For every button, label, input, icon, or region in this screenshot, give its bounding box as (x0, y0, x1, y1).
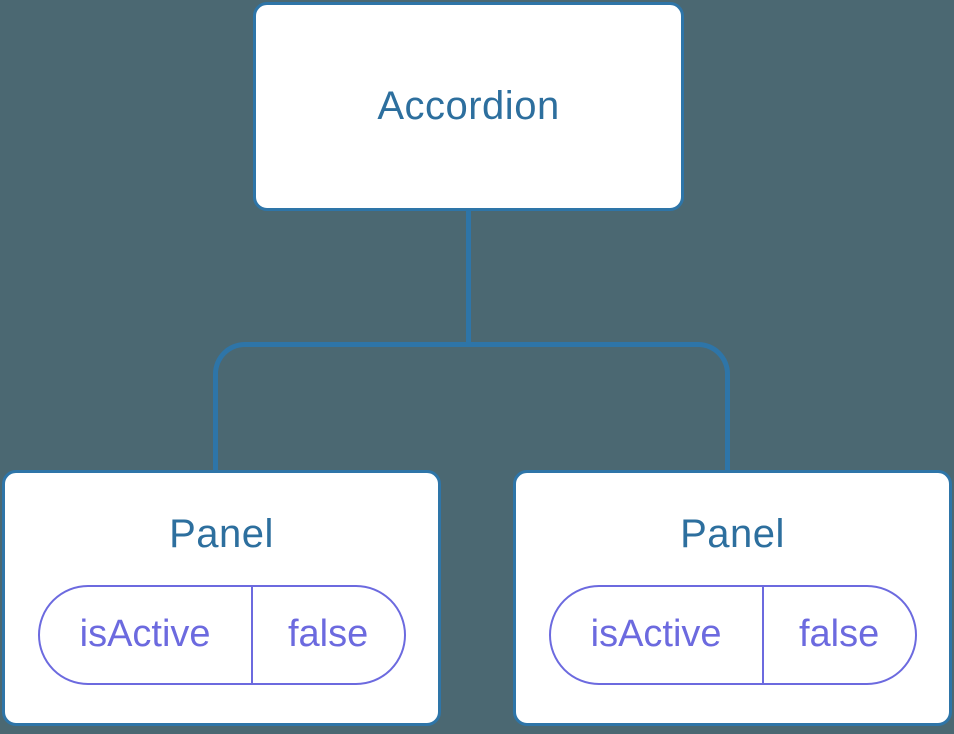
node-accordion-label: Accordion (377, 84, 560, 128)
node-panel-right-label: Panel (680, 511, 785, 556)
connector-stem (466, 211, 471, 345)
node-panel-left: Panel isActive false (2, 470, 441, 726)
state-key-right: isActive (590, 613, 722, 655)
state-value-left: false (250, 586, 404, 683)
state-key-left: isActive (79, 613, 211, 655)
state-pill-right: isActive false (548, 584, 917, 685)
node-accordion: Accordion (253, 2, 684, 211)
connector-bracket (213, 342, 730, 470)
state-pill-left: isActive false (37, 584, 406, 685)
state-value-right: false (761, 586, 915, 683)
node-panel-left-label: Panel (169, 511, 274, 556)
node-panel-right: Panel isActive false (513, 470, 952, 726)
